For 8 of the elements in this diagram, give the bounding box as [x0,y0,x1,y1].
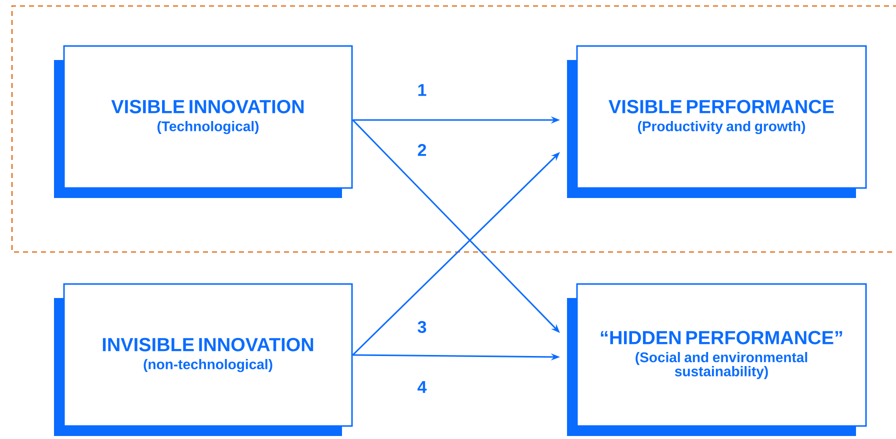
text-box: INVISIBLE INNOVATION (non-technological) [54,283,353,436]
edge-label: 4 [416,380,428,394]
text-box: VISIBLE INNOVATION (Technological) [54,45,353,198]
edge-label: 3 [416,320,428,334]
text-box: VISIBLE PERFORMANCE (Productivity and growth) [567,45,867,198]
edge-label: 2 [416,143,428,157]
edge-label: 1 [416,83,428,97]
text-box: “HIDDEN PERFORMANCE” (Social and environmental sustainability) [567,283,867,436]
